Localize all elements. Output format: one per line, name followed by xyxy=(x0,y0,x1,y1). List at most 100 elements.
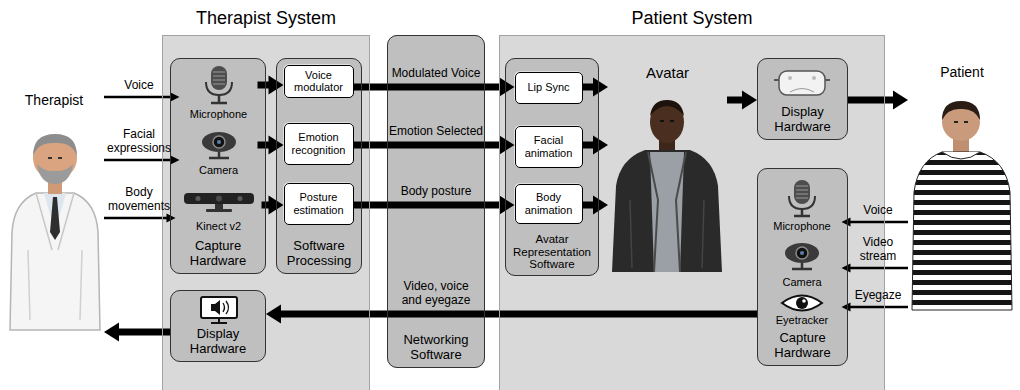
camera-icon-part xyxy=(800,251,804,255)
microphone-icon xyxy=(789,180,815,216)
eye-icon xyxy=(782,296,822,311)
node-label: Patient xyxy=(940,64,984,80)
arrow-head xyxy=(171,156,180,165)
node-label: Networking Software xyxy=(390,333,482,363)
device-item: Microphone xyxy=(180,62,258,122)
patient-person-part xyxy=(954,121,968,123)
node-label: Emotion recognition xyxy=(287,131,351,156)
therapist-person-part xyxy=(48,157,62,159)
process-box: Facial animation xyxy=(515,126,583,168)
node-label: Software Processing xyxy=(279,239,359,269)
arrow-head xyxy=(593,136,608,155)
display-group: Display Hardware xyxy=(757,58,848,140)
kinect-icon-part xyxy=(196,196,201,201)
arrow-line xyxy=(354,202,502,209)
avatar-figure-part xyxy=(660,120,674,122)
therapist-person-part xyxy=(10,193,100,330)
edge-label: Voice xyxy=(124,79,153,93)
patient-person-part xyxy=(912,152,1012,310)
monitor-speaker-icon xyxy=(201,297,237,323)
panel-title: Patient System xyxy=(631,8,752,29)
microphone-icon xyxy=(206,66,232,103)
software-group: Software Processing Voice modulatorEmotio… xyxy=(276,58,362,274)
shape-fill xyxy=(276,58,362,274)
microphone-icon-part xyxy=(206,82,232,95)
edge-label: Eyegaze xyxy=(855,289,902,303)
kinect-icon-part xyxy=(238,196,243,201)
node-label: Kinect v2 xyxy=(196,220,241,233)
node-label: Camera xyxy=(782,276,821,289)
arrow-line xyxy=(849,306,908,309)
edge-label-box: Video stream xyxy=(850,236,906,264)
microphone-icon-part xyxy=(794,180,810,204)
camera-icon-part xyxy=(796,247,808,259)
microphone-icon-part xyxy=(789,196,815,209)
vr-headset-icon-part xyxy=(779,71,825,95)
kinect-icon-part xyxy=(215,204,223,209)
edge-label: Voice xyxy=(863,204,892,218)
arrow-line xyxy=(849,221,908,224)
person-figure: Therapist xyxy=(4,90,104,340)
avatar-figure-part xyxy=(650,100,684,116)
node-label: Microphone xyxy=(773,220,830,233)
shape-fill xyxy=(515,126,583,168)
microphone-icon-part xyxy=(213,72,225,84)
monitor-speaker-icon-part xyxy=(223,301,229,314)
edge-label: Body posture xyxy=(401,185,472,199)
avatar-figure-part xyxy=(650,101,684,143)
process-box: Body animation xyxy=(515,184,583,224)
node-label: Microphone xyxy=(190,108,247,121)
system-panel: Patient SystemAvatar Representation Soft… xyxy=(499,35,885,390)
arrow-head xyxy=(842,218,851,227)
process-box: Voice modulator xyxy=(284,65,354,98)
shape-fill xyxy=(170,58,266,274)
microphone-icon-part xyxy=(794,209,810,216)
display-group: Display Hardware xyxy=(170,290,266,362)
arrow-line xyxy=(279,311,757,318)
network-panel: Networking Software xyxy=(387,35,485,368)
shape-fill xyxy=(515,184,583,224)
camera-icon-part xyxy=(209,152,229,158)
node-label: Posture estimation xyxy=(287,191,351,216)
edge-label: Video, voice and eyegaze xyxy=(396,280,476,308)
therapist-person-part xyxy=(33,134,77,156)
patient-person-part xyxy=(942,101,980,120)
arrow xyxy=(583,136,609,155)
camera-icon-part xyxy=(792,263,812,269)
arrow-head xyxy=(842,264,851,273)
therapist-person-part xyxy=(50,197,60,240)
patient-person-part xyxy=(912,152,1012,310)
arrow-head xyxy=(500,136,515,155)
arrow-head xyxy=(593,196,608,215)
node-label: Avatar xyxy=(646,64,689,81)
device-item: Camera xyxy=(180,128,258,178)
arrow-line xyxy=(848,97,895,104)
shape-fill xyxy=(284,123,354,165)
edge-label-box: Modulated Voice xyxy=(392,67,481,81)
vr-headset-icon-part xyxy=(788,76,792,80)
edge-label: Facial expressions xyxy=(106,128,172,156)
arrow-head xyxy=(742,91,757,110)
arrow xyxy=(258,136,284,155)
arrow xyxy=(583,196,609,215)
arrow-head xyxy=(842,303,851,312)
eye-icon-part xyxy=(782,296,822,311)
therapist-person-part xyxy=(36,193,74,250)
shape-fill xyxy=(170,290,266,362)
shape-fill xyxy=(515,72,583,104)
process-box: Posture estimation xyxy=(284,183,354,225)
camera-icon xyxy=(202,132,236,158)
node-label: Body animation xyxy=(518,191,580,216)
edge-label-box: Voice xyxy=(863,204,892,218)
edge-label: Emotion Selected xyxy=(389,125,483,139)
node-label: Camera xyxy=(199,164,238,177)
arrow-line xyxy=(354,84,502,91)
node-label: Eyetracker xyxy=(776,314,829,327)
kinect-icon-part xyxy=(184,193,254,204)
arrow xyxy=(727,91,757,110)
eye-icon-part xyxy=(796,297,808,309)
edge-label: Body movements xyxy=(106,186,172,214)
arrow xyxy=(842,303,909,312)
system-panel: Therapist SystemCapture HardwareMicropho… xyxy=(162,35,370,390)
arrow xyxy=(262,196,284,215)
